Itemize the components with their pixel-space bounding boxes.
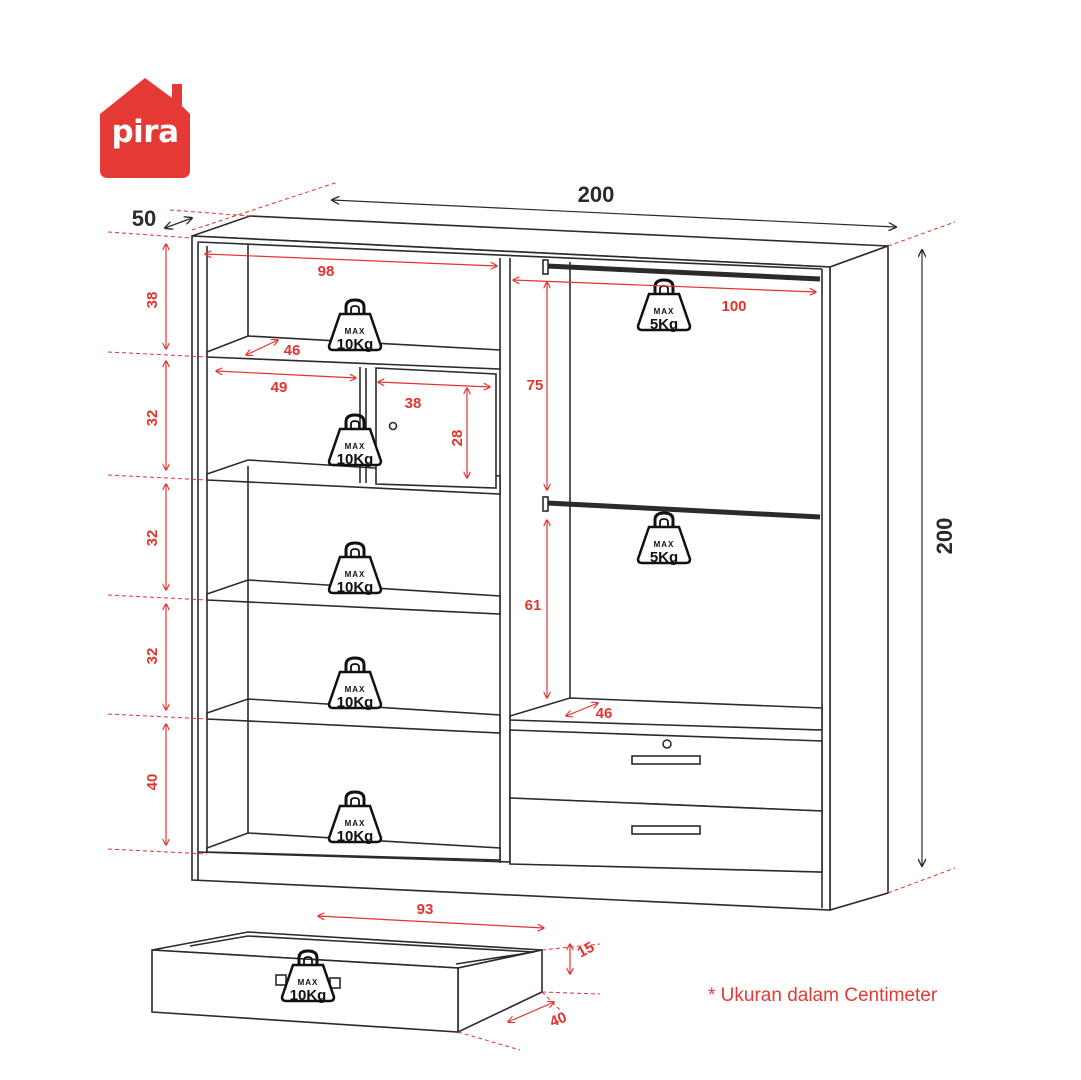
extracted-drawer <box>151 931 543 1034</box>
small-door-compartment <box>359 367 497 489</box>
compartment-height-4: 32 <box>144 648 161 665</box>
drawer-height: 15 <box>575 939 598 962</box>
svg-text:MAX: MAX <box>654 307 675 316</box>
weight-icon-shelf-4: MAX 10Kg <box>327 656 383 711</box>
upper-hanging-height: 75 <box>527 377 544 394</box>
lower-hanging-height: 61 <box>525 597 542 614</box>
svg-text:10Kg: 10Kg <box>337 336 374 353</box>
weight-icon-shelf-3: MAX 10Kg <box>327 541 383 596</box>
right-section <box>509 259 823 873</box>
rail-width: 100 <box>721 298 746 315</box>
svg-text:MAX: MAX <box>345 685 366 694</box>
svg-text:MAX: MAX <box>298 978 319 987</box>
compartment-height-5: 40 <box>144 774 161 791</box>
svg-text:MAX: MAX <box>345 442 366 451</box>
svg-text:5Kg: 5Kg <box>650 549 678 566</box>
svg-text:MAX: MAX <box>345 570 366 579</box>
svg-text:10Kg: 10Kg <box>337 828 374 845</box>
door-box-width: 38 <box>405 395 422 412</box>
overall-height-label: 200 <box>932 518 957 555</box>
open-box-width: 49 <box>271 379 288 396</box>
overall-width-label: 200 <box>578 182 615 207</box>
units-note: * Ukuran dalam Centimeter <box>708 985 938 1006</box>
weight-icon-drawer: MAX 10Kg <box>280 949 336 1004</box>
weight-icon-shelf-1: MAX 10Kg <box>327 298 383 353</box>
left-shelf-depth: 46 <box>284 342 301 359</box>
overall-dimensions <box>165 200 922 866</box>
red-dimension-labels: 38 32 32 32 40 98 46 49 38 28 100 75 61 … <box>144 263 747 1031</box>
svg-text:MAX: MAX <box>345 327 366 336</box>
left-inner-width: 98 <box>318 263 335 280</box>
svg-text:10Kg: 10Kg <box>290 987 327 1004</box>
svg-text:MAX: MAX <box>654 540 675 549</box>
svg-text:10Kg: 10Kg <box>337 451 374 468</box>
weight-icon-rail-upper: MAX 5Kg <box>636 278 692 333</box>
house-logo-icon <box>100 78 190 178</box>
svg-text:5Kg: 5Kg <box>650 316 678 333</box>
weight-icon-shelf-2: MAX 10Kg <box>327 413 383 468</box>
door-box-height: 28 <box>449 430 466 447</box>
compartment-height-2: 32 <box>144 410 161 427</box>
weight-icon-shelf-5: MAX 10Kg <box>327 790 383 845</box>
weight-icon-rail-lower: MAX 5Kg <box>636 511 692 566</box>
compartment-height-3: 32 <box>144 530 161 547</box>
svg-text:MAX: MAX <box>345 819 366 828</box>
compartment-height-1: 38 <box>144 292 161 309</box>
drawer-depth: 40 <box>547 1009 569 1031</box>
right-shelf-depth: 46 <box>596 705 613 722</box>
pira-logo: pira <box>96 76 194 178</box>
extension-lines <box>107 181 956 1051</box>
red-dimension-arrows <box>166 244 816 1022</box>
logo-text: pira <box>111 114 179 150</box>
overall-depth-label: 50 <box>132 206 156 231</box>
drawer-width: 93 <box>417 901 434 918</box>
svg-text:10Kg: 10Kg <box>337 579 374 596</box>
svg-text:10Kg: 10Kg <box>337 694 374 711</box>
